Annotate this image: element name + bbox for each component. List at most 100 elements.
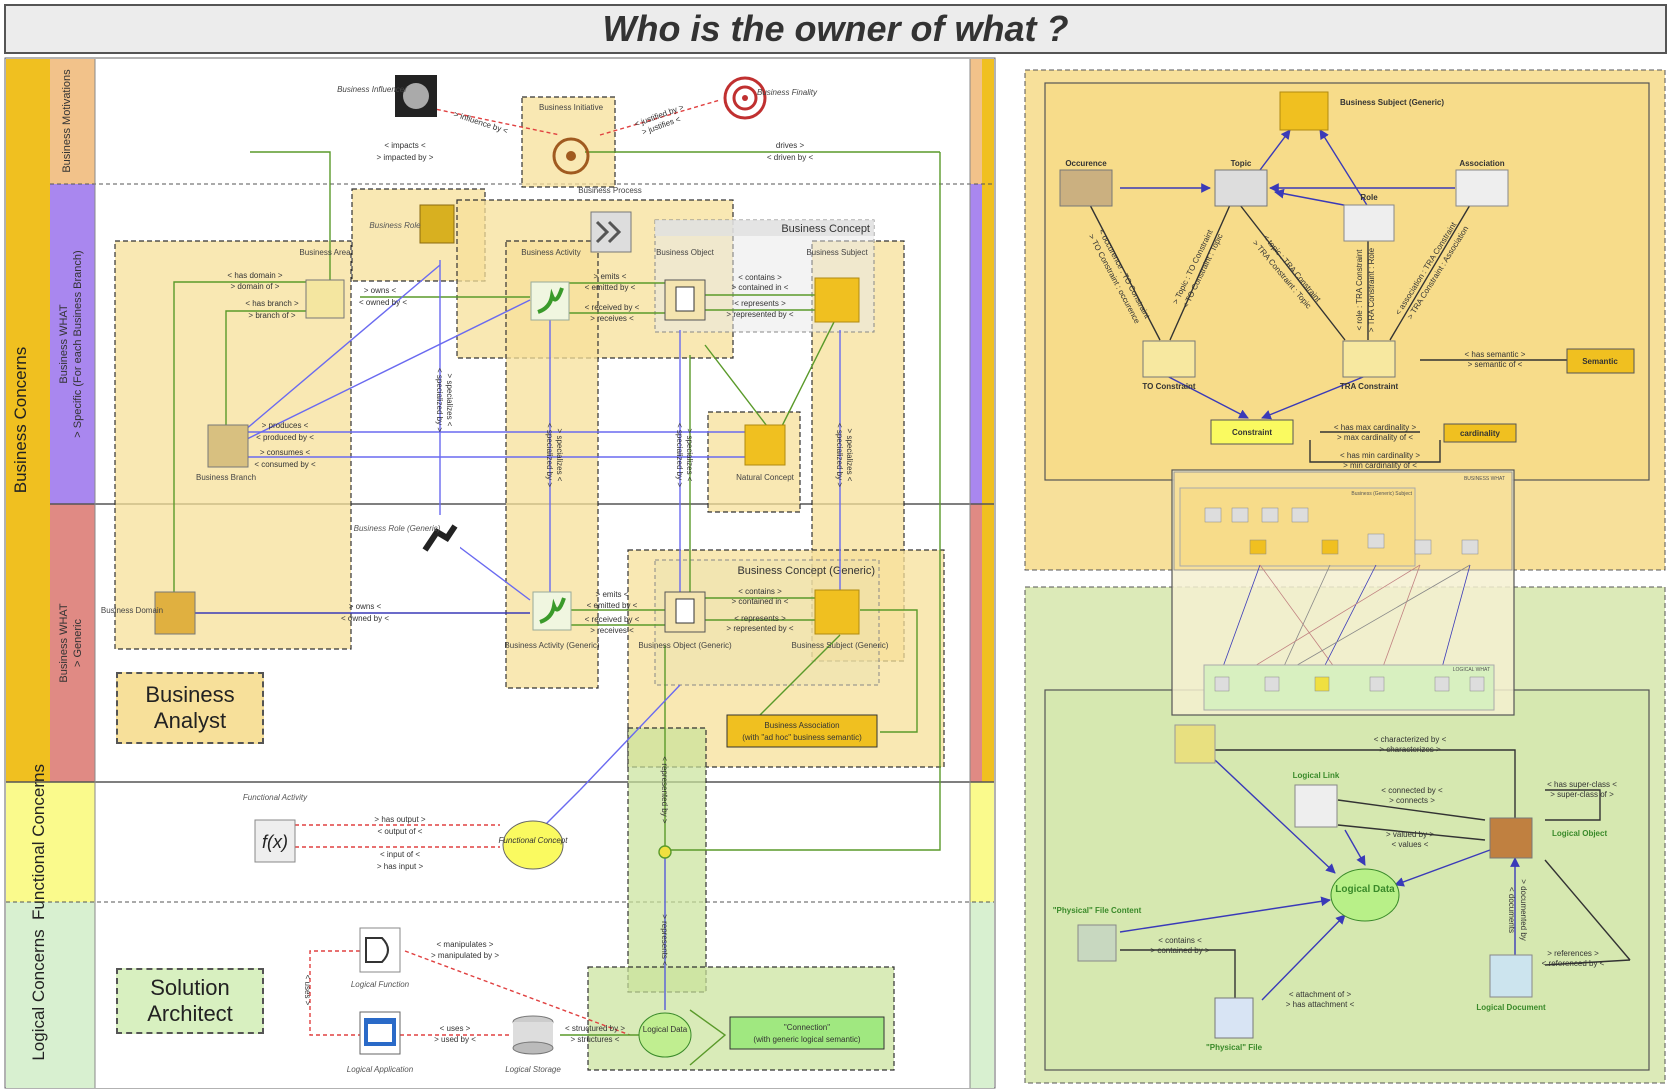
edge-driven-by: < driven by < — [767, 153, 814, 162]
lane-label-motivations: Business Motivations — [61, 69, 73, 173]
business-analyst-box: Business Analyst — [116, 672, 264, 744]
edge-owns-generic: > owns < — [349, 602, 382, 611]
logical-document-label: Logical Document — [1476, 1003, 1546, 1012]
edge-receives: > receives < — [590, 314, 634, 323]
lane-motivations — [50, 59, 95, 184]
edge-domain-of: > domain of > — [231, 282, 280, 291]
business-association-box — [726, 714, 878, 748]
onto-cardinality-label: cardinality — [1460, 429, 1501, 438]
logical-application-label: Logical Application — [347, 1065, 414, 1074]
onto-max-of: > max cardinality of < — [1337, 433, 1413, 442]
left-links — [173, 99, 941, 1066]
connection-label: "Connection" — [784, 1023, 830, 1032]
business-branch-label: Business Branch — [196, 473, 256, 482]
edge-owned-by-generic: < owned by < — [341, 614, 389, 623]
edge-output-of: < output of < — [378, 827, 423, 836]
edge-has-input: > has input > — [377, 862, 424, 871]
business-subject-label: Business Subject — [806, 248, 868, 257]
lane-label-logical: Logical Concerns — [29, 929, 48, 1060]
physical-file-label: "Physical" File — [1206, 1043, 1263, 1052]
edge-emitted-by-generic: < emitted by < — [587, 601, 638, 610]
edge-emitted-by: < emitted by < — [585, 283, 636, 292]
natural-concept-icon — [744, 424, 786, 466]
onto-subject-icon — [1279, 91, 1329, 131]
business-association-sub: (with "ad hoc" business semantic) — [742, 733, 862, 742]
business-domain-label: Business Domain — [101, 606, 163, 615]
edge-input-of: < input of < — [380, 850, 420, 859]
business-subject-generic-label: Business Subject (Generic) — [792, 641, 889, 650]
lane-labels: Business Concerns Business Motivations B… — [11, 69, 84, 1061]
log-referenced-by: < referenced by < — [1542, 959, 1605, 968]
log-superclass-of: > super-class of > — [1550, 790, 1614, 799]
natural-concept-label: Natural Concept — [736, 473, 795, 482]
edge-accesses-v: < uses > — [303, 975, 312, 1006]
physical-file-content-label: "Physical" File Content — [1053, 906, 1142, 915]
solution-architect-box: Solution Architect — [116, 968, 264, 1034]
business-association-label: Business Association — [764, 721, 839, 730]
logical-data-cloud-icon — [1330, 868, 1400, 922]
onto-role-edge2: > TRA Constraint : Role — [1367, 247, 1376, 332]
left-nodes: Business Influencer Business Initiative … — [101, 75, 889, 1074]
logical-storage-label: Logical Storage — [505, 1065, 561, 1074]
logical-data-label: Logical Data — [643, 1025, 688, 1034]
log-has-attachment: > has attachment < — [1286, 1000, 1355, 1009]
business-initiative-icon — [552, 137, 590, 175]
edge-structures: > structures < — [571, 1035, 620, 1044]
business-branch-icon — [207, 424, 249, 468]
onto-occurence-label: Occurence — [1065, 159, 1107, 168]
onto-occurence-icon — [1059, 169, 1113, 207]
business-process-label: Business Process — [578, 186, 642, 195]
edge-received-by: < received by < — [585, 303, 640, 312]
business-subject-icon — [814, 277, 860, 323]
edge-specializes-activity: > specializes < — [555, 429, 564, 482]
onto-semantic-label: Semantic — [1582, 357, 1618, 366]
mini-business-generic-subject: Business (Generic) Subject — [1351, 491, 1412, 497]
connection-box — [729, 1016, 885, 1050]
onto-tra-constraint-label: TRA Constraint — [1340, 382, 1399, 391]
lane-what-specific — [50, 184, 95, 504]
business-role-generic-icon — [420, 518, 460, 558]
edge-used-by: > used by < — [434, 1035, 476, 1044]
connection-sub: (with generic logical semantic) — [753, 1035, 860, 1044]
edge-manipulated-by: > manipulated by > — [431, 951, 499, 960]
log-documents: < documents — [1507, 887, 1516, 933]
logical-function-label: Logical Function — [351, 980, 410, 989]
edge-produced-by: < produced by < — [256, 433, 314, 442]
log-characterizes: > characterizes > — [1379, 745, 1441, 754]
onto-has-max: < has max cardinality > — [1334, 423, 1417, 432]
logical-link-label: Logical Link — [1293, 771, 1340, 780]
business-analyst-label: Business Analyst — [145, 682, 235, 733]
business-concept-generic-frame-title: Business Concept (Generic) — [737, 565, 875, 577]
onto-role-icon — [1343, 204, 1395, 242]
lane-business-concerns — [6, 59, 50, 782]
edge-represents-generic: < represents > — [734, 614, 786, 623]
edge-specialized-by-activity: < specialized by > — [545, 423, 554, 487]
logical-link-icon — [1294, 784, 1338, 828]
lane-what-generic — [50, 504, 95, 782]
edge-impacts: < impacts < — [384, 141, 426, 150]
log-connects: > connects > — [1389, 796, 1435, 805]
edge-specialized-by-object: < specialized by > — [675, 423, 684, 487]
log-contained-by: > contained by > — [1150, 946, 1209, 955]
business-object-label: Business Object — [656, 248, 715, 257]
onto-role-label: Role — [1360, 193, 1378, 202]
edge-represented-by: > represented by < — [726, 310, 793, 319]
log-documented-by: > documented by — [1519, 879, 1528, 941]
solution-architect-label: Solution Architect — [147, 975, 233, 1026]
edge-contains-generic: < contains > — [738, 587, 782, 596]
logical-object-label: Logical Object — [1552, 829, 1607, 838]
logical-object-icon — [1489, 817, 1533, 859]
onto-constraint-box — [1210, 419, 1294, 445]
business-area-label: Business Area — [299, 248, 351, 257]
function-symbol: f(x) — [262, 832, 288, 852]
business-role-generic-label: Business Role (Generic) — [354, 524, 441, 533]
log-characterized-by: < characterized by < — [1374, 735, 1447, 744]
business-object-generic-label: Business Object (Generic) — [638, 641, 732, 650]
onto-semantic-box — [1566, 348, 1635, 374]
onto-association-icon — [1455, 169, 1509, 207]
business-activity-generic-label: Business Activity (Generic) — [504, 641, 599, 650]
business-role-label: Business Role — [369, 221, 421, 230]
edge-has-branch: < has branch > — [245, 299, 299, 308]
business-activity-label: Business Activity — [521, 248, 581, 257]
